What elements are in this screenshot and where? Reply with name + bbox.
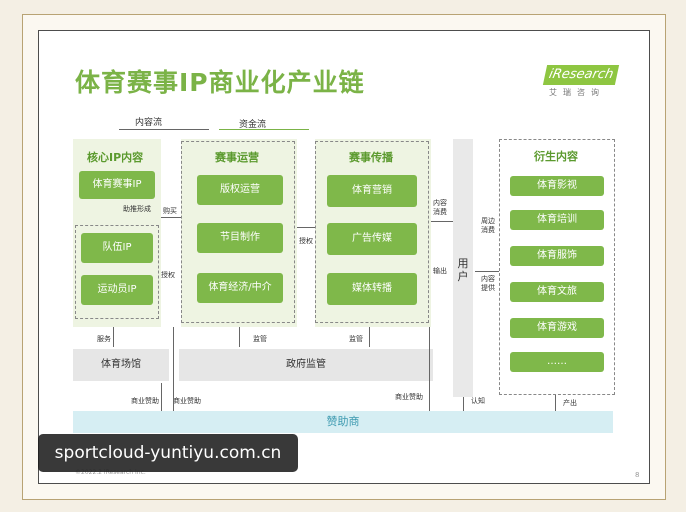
peripheral-consume-label: 周边消费 [481,217,495,234]
page-number: 8 [635,471,640,479]
produce-label: 产出 [563,399,577,407]
broadcast-title: 赛事传播 [349,151,393,164]
service-arrow [113,327,114,347]
core-ip-title: 核心IP内容 [87,151,144,164]
capital-flow-arrow [219,129,309,130]
broadcast-panel: 赛事传播 体育营销 广告传媒 媒体转播 [315,139,431,327]
content-provide-label: 内容提供 [481,275,495,292]
core-ip-event: 体育赛事IP [79,171,155,199]
sponsor-arrow-2 [173,327,174,411]
recognize-label: 认知 [471,397,485,405]
logo-text: iResearch [542,65,620,85]
derivative-panel: 衍生内容 体育影视 体育培训 体育服饰 体育文旅 体育游戏 …… [499,139,615,395]
sponsor-arrow-1 [161,383,162,411]
operation-panel: 赛事运营 版权运营 节目制作 体育经济/中介 [181,139,297,327]
derivative-film: 体育影视 [510,176,604,196]
purchase-arrow [161,217,181,218]
logo-subtitle: 艾瑞咨询 [549,88,605,97]
content-consume-label: 内容消费 [433,199,447,216]
user-bar: 用户 [453,139,473,397]
slide-title: 体育赛事IP商业化产业链 [75,68,365,97]
recognize-arrow [463,397,464,411]
watermark: sportcloud-yuntiyu.com.cn [38,434,298,472]
purchase-label: 购买 [163,207,177,215]
core-ip-team: 队伍IP [81,233,153,263]
broadcast-dashed-group [315,141,429,323]
broadcast-media: 媒体转播 [327,273,417,305]
sponsor-bar: 赞助商 [73,411,613,433]
core-ip-note: 助推形成 [123,205,151,213]
operation-agency: 体育经济/中介 [197,273,283,303]
content-provide-arrow [475,271,499,272]
government-box: 政府监管 [179,349,433,381]
core-ip-athlete: 运动员IP [81,275,153,305]
output-label: 输出 [433,267,447,275]
copyright-footer: ©2022.2 iResearch Inc. [75,469,146,476]
derivative-apparel: 体育服饰 [510,246,604,266]
authorize-label-1: 授权 [161,271,175,279]
operation-dashed-group [181,141,295,323]
sponsor-arrow-3 [429,327,430,411]
derivative-more: …… [510,352,604,372]
derivative-training: 体育培训 [510,210,604,230]
content-flow-label: 内容流 [135,118,163,128]
derivative-games: 体育游戏 [510,318,604,338]
content-consume-arrow [431,221,453,222]
service-label: 服务 [97,335,111,343]
venue-box: 体育场馆 [73,349,169,381]
core-ip-dashed-group [75,225,159,319]
operation-copyright: 版权运营 [197,175,283,205]
derivative-tourism: 体育文旅 [510,282,604,302]
regulate-label-1: 监管 [253,335,267,343]
derivative-title: 衍生内容 [534,150,578,163]
slide: 体育赛事IP商业化产业链 iResearch 艾瑞咨询 内容流 资金流 核心IP… [38,30,650,484]
regulate-arrow-2 [369,327,370,347]
regulate-arrow-1 [239,327,240,347]
broadcast-advertising: 广告传媒 [327,223,417,255]
capital-flow-label: 资金流 [239,120,267,130]
operation-production: 节目制作 [197,223,283,253]
sponsor-label-3: 商业赞助 [395,393,423,401]
broadcast-marketing: 体育营销 [327,175,417,207]
content-flow-arrow [119,129,209,130]
user-label: 用户 [457,257,469,283]
authorize-arrow [297,227,315,228]
regulate-label-2: 监管 [349,335,363,343]
sponsor-label-2: 商业赞助 [173,397,201,405]
operation-title: 赛事运营 [215,151,259,164]
iresearch-logo: iResearch 艾瑞咨询 [542,65,620,99]
core-ip-panel: 核心IP内容 体育赛事IP 助推形成 队伍IP 运动员IP [73,139,161,327]
authorize-label-2: 授权 [299,237,313,245]
sponsor-label-1: 商业赞助 [131,397,159,405]
produce-arrow [555,395,556,411]
